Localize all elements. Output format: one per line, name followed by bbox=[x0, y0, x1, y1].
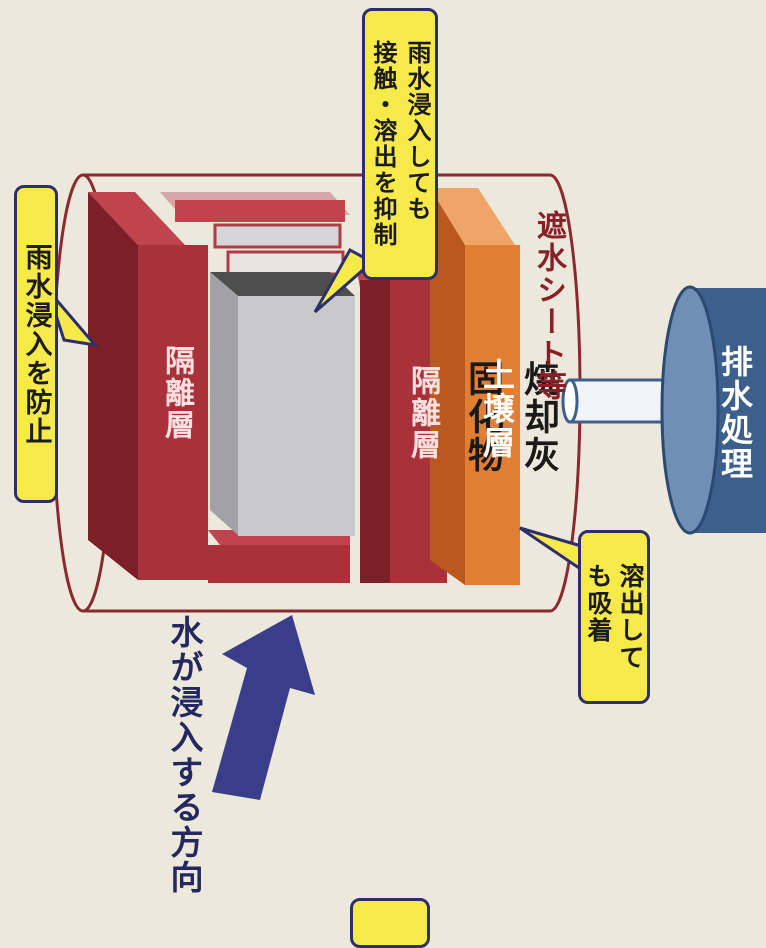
callout-partial-bottom bbox=[350, 898, 430, 948]
isolation-bottom bbox=[208, 545, 350, 583]
callout-adsorb-line1: 溶出して bbox=[616, 563, 645, 671]
label-ash: 焼却灰 固化物 bbox=[248, 360, 564, 474]
label-ash-line2: 固化物 bbox=[462, 360, 503, 474]
isolation-layer-left-side bbox=[88, 192, 138, 580]
isolation-layer-left bbox=[138, 245, 208, 580]
drain-tank-top bbox=[660, 285, 720, 535]
drain-pipe-end bbox=[561, 378, 579, 424]
callout-rain-prevent-text: 雨水浸入を防止 bbox=[20, 242, 52, 446]
label-isolation-left: 隔離層 bbox=[159, 345, 194, 441]
callout-contact-line2: 接触・溶出を抑制 bbox=[369, 40, 397, 248]
isolation-topslab bbox=[175, 200, 345, 222]
callout-adsorb: 溶出して も吸着 bbox=[578, 530, 650, 704]
callout-contact-line1: 雨水浸入しても bbox=[403, 40, 431, 222]
soil-layer bbox=[465, 245, 520, 585]
callout-rain-prevent: 雨水浸入を防止 bbox=[14, 185, 58, 503]
diagram-canvas: 雨水浸入を防止 雨水浸入しても 接触・溶出を抑制 溶出して も吸着 隔離層 焼却… bbox=[14, 8, 766, 948]
ash-topslab bbox=[213, 223, 342, 249]
ash-block bbox=[238, 296, 355, 536]
water-direction-arrow bbox=[212, 615, 315, 800]
isolation-layer-right-side bbox=[360, 280, 392, 583]
label-sheet: 遮水シート等 bbox=[531, 210, 566, 402]
label-isolation-right: 隔離層 bbox=[405, 365, 440, 461]
drain-pipe bbox=[568, 378, 674, 424]
ash-topslab-inner bbox=[226, 250, 345, 276]
ash-block-top bbox=[210, 272, 355, 296]
soil-layer-side bbox=[430, 188, 465, 585]
callout-pointer-contact bbox=[313, 247, 375, 314]
label-drainage: 排水処理 bbox=[716, 345, 754, 481]
callout-adsorb-line2: も吸着 bbox=[584, 563, 613, 644]
isolation-layer-left-top bbox=[88, 192, 185, 245]
soil-layer-top bbox=[430, 188, 515, 245]
callout-contact: 雨水浸入しても 接触・溶出を抑制 bbox=[362, 8, 438, 280]
label-water-direction: 水が浸入する方向 bbox=[165, 615, 204, 895]
label-soil: 土壌層 bbox=[478, 358, 516, 460]
ash-block-side bbox=[210, 272, 238, 535]
diagram-graphics bbox=[46, 173, 766, 800]
label-ash-line1: 焼却灰 bbox=[518, 360, 559, 474]
